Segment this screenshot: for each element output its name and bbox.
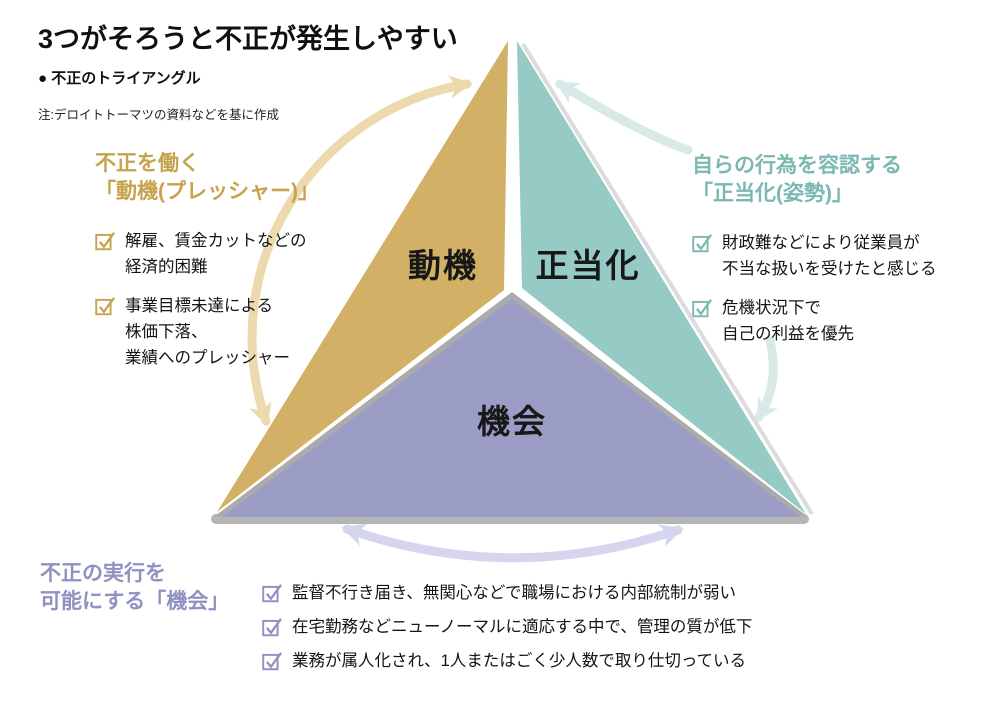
heading-line: 不正を働く bbox=[95, 152, 200, 175]
opportunity-items-block: 監督不行き届き、無関心などで職場における内部統制が弱い 在宅勤務などニューノーマ… bbox=[262, 558, 752, 682]
item-line: 在宅勤務などニューノーマルに適応する中で、管理の質が低下 bbox=[292, 618, 753, 636]
checkbox-icon bbox=[95, 232, 115, 251]
item-line: 解雇、賃金カットなどの bbox=[125, 232, 307, 250]
heading-line: 可能にする「機会」 bbox=[40, 590, 230, 613]
item-text: 事業目標未達による 株価下落、 業績へのプレッシャー bbox=[125, 293, 290, 371]
checklist-item: 解雇、賃金カットなどの 経済的困難 bbox=[95, 228, 319, 280]
right-bevel-highlight bbox=[521, 42, 814, 516]
cycle-arrow-opportunity bbox=[341, 523, 684, 563]
opportunity-section bbox=[222, 299, 801, 517]
item-line: 危機状況下で bbox=[722, 299, 821, 317]
motive-label: 動機 bbox=[408, 247, 478, 284]
motive-heading: 不正を働く 「動機(プレッシャー)」 bbox=[95, 150, 319, 206]
checklist-item: 在宅勤務などニューノーマルに適応する中で、管理の質が低下 bbox=[262, 614, 752, 640]
item-line: 事業目標未達による bbox=[125, 297, 274, 315]
opportunity-heading-block: 不正の実行を 可能にする「機会」 bbox=[40, 560, 229, 630]
checkbox-icon bbox=[692, 234, 712, 253]
checklist-item: 事業目標未達による 株価下落、 業績へのプレッシャー bbox=[95, 293, 319, 371]
item-line: 業績へのプレッシャー bbox=[125, 349, 290, 367]
item-line: 財政難などにより従業員が bbox=[722, 234, 920, 252]
item-text: 財政難などにより従業員が 不当な扱いを受けたと感じる bbox=[722, 230, 937, 282]
motive-block: 不正を働く 「動機(プレッシャー)」 解雇、賃金カットなどの 経済的困難 事業目… bbox=[95, 150, 319, 371]
checkbox-icon bbox=[262, 584, 282, 603]
checklist-item: 監督不行き届き、無関心などで職場における内部統制が弱い bbox=[262, 580, 752, 606]
cycle-arrow-rationalization-top bbox=[555, 79, 693, 155]
item-text: 解雇、賃金カットなどの 経済的困難 bbox=[125, 228, 307, 280]
checkbox-icon bbox=[692, 299, 712, 318]
header: 3つがそろうと不正が発生しやすい ● 不正のトライアングル 注:デロイトトーマツ… bbox=[38, 22, 458, 123]
heading-line: 不正の実行を bbox=[40, 562, 166, 585]
item-text: 業務が属人化され、1人またはごく少人数で取り仕切っている bbox=[292, 648, 746, 674]
item-line: 株価下落、 bbox=[125, 323, 208, 341]
item-line: 不当な扱いを受けたと感じる bbox=[722, 260, 937, 278]
checkbox-icon bbox=[95, 297, 115, 316]
checklist-item: 業務が属人化され、1人またはごく少人数で取り仕切っている bbox=[262, 648, 752, 674]
item-text: 危機状況下で 自己の利益を優先 bbox=[722, 295, 854, 347]
item-line: 監督不行き届き、無関心などで職場における内部統制が弱い bbox=[292, 584, 737, 602]
rationalization-heading: 自らの行為を容認する 「正当化(姿勢)」 bbox=[692, 152, 937, 208]
item-text: 監督不行き届き、無関心などで職場における内部統制が弱い bbox=[292, 580, 736, 606]
rationalization-label: 正当化 bbox=[535, 247, 641, 284]
checkbox-icon bbox=[262, 652, 282, 671]
page-title: 3つがそろうと不正が発生しやすい bbox=[38, 24, 458, 54]
item-text: 在宅勤務などニューノーマルに適応する中で、管理の質が低下 bbox=[292, 614, 752, 640]
opportunity-heading: 不正の実行を 可能にする「機会」 bbox=[40, 560, 229, 616]
rationalization-section bbox=[517, 41, 806, 514]
heading-line: 自らの行為を容認する bbox=[692, 154, 902, 177]
rationalization-block: 自らの行為を容認する 「正当化(姿勢)」 財政難などにより従業員が 不当な扱いを… bbox=[692, 152, 937, 347]
opportunity-label: 機会 bbox=[477, 403, 547, 440]
checklist-item: 危機状況下で 自己の利益を優先 bbox=[692, 295, 937, 347]
source-note: 注:デロイトトーマツの資料などを基に作成 bbox=[38, 108, 279, 122]
checklist-item: 財政難などにより従業員が 不当な扱いを受けたと感じる bbox=[692, 230, 937, 282]
heading-line: 「動機(プレッシャー)」 bbox=[95, 180, 319, 203]
cycle-arrow-motive bbox=[247, 75, 473, 427]
item-line: 自己の利益を優先 bbox=[722, 325, 854, 343]
diagram-subtitle: ● 不正のトライアングル bbox=[38, 70, 201, 87]
motive-section bbox=[217, 41, 508, 512]
checkbox-icon bbox=[262, 618, 282, 637]
heading-line: 「正当化(姿勢)」 bbox=[692, 182, 853, 205]
cycle-arrow-rationalization-right bbox=[754, 336, 779, 422]
item-line: 経済的困難 bbox=[125, 258, 208, 276]
item-line: 業務が属人化され、1人またはごく少人数で取り仕切っている bbox=[292, 652, 747, 670]
